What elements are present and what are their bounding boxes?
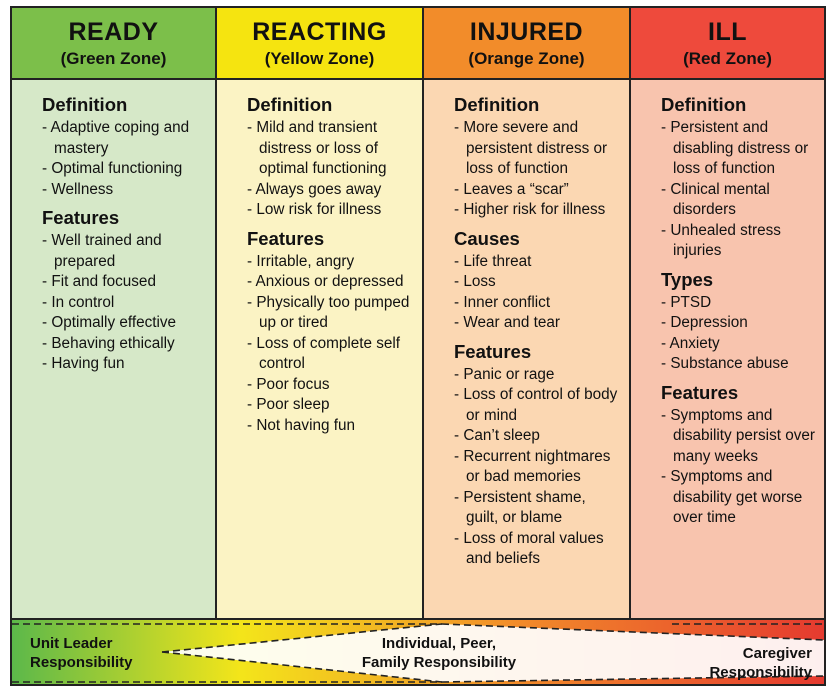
zone-body: DefinitionMild and transient distress or…	[217, 80, 422, 436]
list-item: Poor sleep	[247, 395, 414, 416]
zone-title: ILL	[708, 18, 747, 46]
section-heading: Features	[42, 207, 120, 228]
section-list: Symptoms and disability persist over man…	[661, 406, 816, 529]
list-item: Loss	[454, 272, 621, 293]
list-item: Symptoms and disability persist over man…	[661, 406, 816, 468]
zone-column-injured: INJURED (Orange Zone) DefinitionMore sever…	[424, 8, 631, 618]
unit-leader-line-2: Responsibility	[30, 654, 133, 671]
section-heading: Causes	[454, 227, 520, 249]
zone-columns: READY (Green Zone) DefinitionAdaptive copi…	[12, 8, 824, 618]
zone-header: REACTING (Yellow Zone)	[217, 8, 422, 80]
section-list: Life threatLossInner conflictWear and te…	[454, 252, 621, 334]
section-heading: Features	[247, 227, 325, 249]
section-list: Irritable, angryAnxious or depressedPhys…	[247, 252, 414, 437]
section-heading: Features	[661, 381, 739, 403]
stress-continuum-diagram: READY (Green Zone) DefinitionAdaptive copi…	[10, 6, 826, 686]
section-heading: Features	[454, 340, 532, 362]
caregiver-line-1: Caregiver	[742, 645, 812, 662]
zone-column-reacting: REACTING (Yellow Zone) DefinitionMild and …	[217, 8, 424, 618]
section-heading: Definition	[661, 94, 747, 115]
list-item: Panic or rage	[454, 365, 621, 386]
list-item: Always goes away	[247, 180, 414, 201]
list-item: Recurrent nightmares or bad memories	[454, 447, 621, 488]
list-item: Substance abuse	[661, 354, 816, 375]
zone-body: DefinitionAdaptive coping and masteryOpt…	[12, 80, 215, 375]
unit-leader-line-1: Unit Leader	[30, 635, 113, 652]
list-item: Unhealed stress injuries	[661, 221, 816, 262]
zone-header: READY (Green Zone)	[12, 8, 215, 80]
zone-header: INJURED (Orange Zone)	[424, 8, 629, 80]
individual-line-1: Individual, Peer,	[381, 635, 497, 652]
section-heading: Definition	[42, 94, 128, 115]
list-item: Optimal functioning	[42, 159, 207, 180]
zone-body: DefinitionMore severe and persistent dis…	[424, 80, 629, 570]
zone-subtitle: (Orange Zone)	[468, 49, 585, 68]
list-item: Anxious or depressed	[247, 272, 414, 293]
zone-subtitle: (Green Zone)	[60, 49, 167, 68]
dash-line-diamond-upper-left	[161, 623, 443, 653]
section-heading: Definition	[247, 94, 333, 115]
list-item: Loss of complete self control	[247, 334, 414, 375]
list-item: Loss of moral values and beliefs	[454, 529, 621, 570]
dash-line-diamond-lower-left	[161, 651, 443, 683]
list-item: Fit and focused	[42, 272, 207, 293]
list-item: Higher risk for illness	[454, 200, 621, 221]
list-item: More severe and persistent distress or l…	[454, 118, 621, 180]
list-item: Inner conflict	[454, 293, 621, 314]
list-item: Having fun	[42, 354, 207, 375]
section-list: More severe and persistent distress or l…	[454, 118, 621, 221]
list-item: Well trained and prepared	[42, 231, 207, 272]
list-item: Loss of control of body or mind	[454, 385, 621, 426]
section-heading: Types	[661, 268, 714, 290]
list-item: Mild and transient distress or loss of o…	[247, 118, 414, 180]
section-list: Mild and transient distress or loss of o…	[247, 118, 414, 221]
section-heading: Definition	[454, 94, 540, 115]
unit-leader-responsibility: Unit Leader Responsibility	[30, 634, 133, 672]
list-item: Physically too pumped up or tired	[247, 293, 414, 334]
list-item: Not having fun	[247, 416, 414, 437]
list-item: Poor focus	[247, 375, 414, 396]
list-item: Wellness	[42, 180, 207, 201]
caregiver-line-2: Responsibility	[709, 664, 812, 681]
list-item: Clinical mental disorders	[661, 180, 816, 221]
zone-body: DefinitionPersistent and disabling distr…	[631, 80, 824, 529]
individual-responsibility: Individual, Peer, Family Responsibility	[334, 634, 544, 672]
section-list: Panic or rageLoss of control of body or …	[454, 365, 621, 570]
zone-column-ready: READY (Green Zone) DefinitionAdaptive copi…	[12, 8, 217, 618]
section-list: Well trained and preparedFit and focused…	[42, 231, 207, 375]
zone-title: READY	[68, 18, 159, 46]
list-item: Depression	[661, 313, 816, 334]
zone-subtitle: (Red Zone)	[683, 49, 772, 68]
list-item: In control	[42, 293, 207, 314]
responsibility-band-graphic	[12, 620, 824, 684]
list-item: Adaptive coping and mastery	[42, 118, 207, 159]
list-item: PTSD	[661, 293, 816, 314]
caregiver-responsibility: Caregiver Responsibility	[692, 644, 812, 682]
dash-line-diamond-lower-right	[441, 675, 824, 683]
responsibility-band: Unit Leader Responsibility Individual, P…	[12, 618, 824, 684]
zone-title: INJURED	[469, 18, 584, 46]
zone-column-ill: ILL (Red Zone) DefinitionPersistent and di…	[631, 8, 824, 618]
section-list: Persistent and disabling distress or los…	[661, 118, 816, 262]
diamond-region	[162, 624, 824, 682]
zone-title: REACTING	[252, 18, 387, 46]
list-item: Persistent shame, guilt, or blame	[454, 488, 621, 529]
list-item: Leaves a “scar”	[454, 180, 621, 201]
list-item: Optimally effective	[42, 313, 207, 334]
dash-line-diamond-upper-right	[441, 623, 824, 641]
list-item: Wear and tear	[454, 313, 621, 334]
list-item: Can’t sleep	[454, 426, 621, 447]
list-item: Behaving ethically	[42, 334, 207, 355]
section-list: Adaptive coping and masteryOptimal funct…	[42, 118, 207, 200]
section-list: PTSDDepressionAnxietySubstance abuse	[661, 293, 816, 375]
zone-header: ILL (Red Zone)	[631, 8, 824, 80]
zone-subtitle: (Yellow Zone)	[264, 49, 375, 68]
list-item: Life threat	[454, 252, 621, 273]
list-item: Irritable, angry	[247, 252, 414, 273]
individual-line-2: Family Responsibility	[361, 654, 517, 671]
list-item: Symptoms and disability get worse over t…	[661, 467, 816, 529]
list-item: Low risk for illness	[247, 200, 414, 221]
list-item: Anxiety	[661, 334, 816, 355]
list-item: Persistent and disabling distress or los…	[661, 118, 816, 180]
